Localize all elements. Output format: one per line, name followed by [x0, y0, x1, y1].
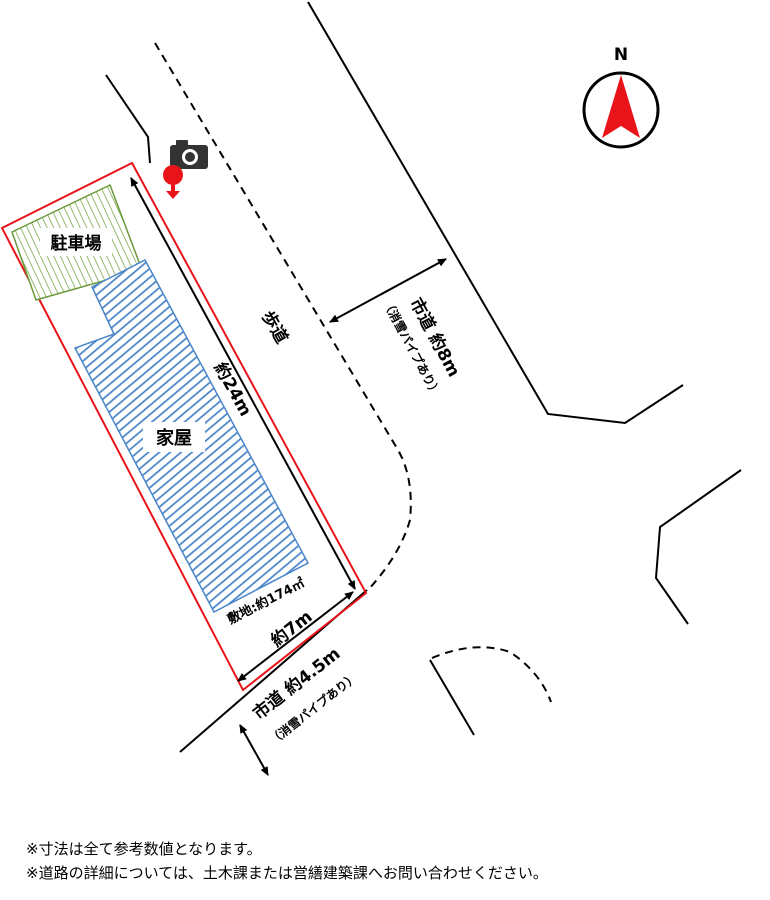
compass-north-label: N	[614, 45, 628, 65]
side-road-dimension-arrow	[239, 724, 269, 776]
camera-icon	[170, 140, 208, 169]
note-road-details: ※道路の詳細については、土木課または営繕建築課へお問い合わせください。	[26, 864, 548, 882]
main-road-far-edge	[307, 1, 684, 425]
compass-needle	[602, 75, 640, 138]
lot-width-dimension-arrow	[237, 591, 354, 682]
compass-rose: N	[582, 45, 660, 149]
side-road-south-edge	[429, 659, 475, 736]
parking-label: 駐車場	[51, 233, 102, 254]
sidewalk-label: 歩道	[257, 307, 292, 347]
label-house-box: 家屋	[143, 422, 205, 452]
label-parking-box: 駐車場	[40, 228, 112, 256]
sidewalk-inner-edge	[105, 74, 151, 164]
location-pin-icon	[163, 165, 183, 199]
lot-length-dimension-arrow	[130, 177, 356, 590]
main-road-dimension-arrow	[329, 258, 447, 323]
note-dimensions: ※寸法は全て参考数値となります。	[26, 840, 262, 858]
east-road-edge	[654, 469, 742, 625]
sidewalk-dashes	[154, 42, 552, 703]
camera-marker	[163, 140, 208, 199]
house-label: 家屋	[156, 427, 192, 449]
lot-width-label: 約7m	[267, 606, 317, 651]
